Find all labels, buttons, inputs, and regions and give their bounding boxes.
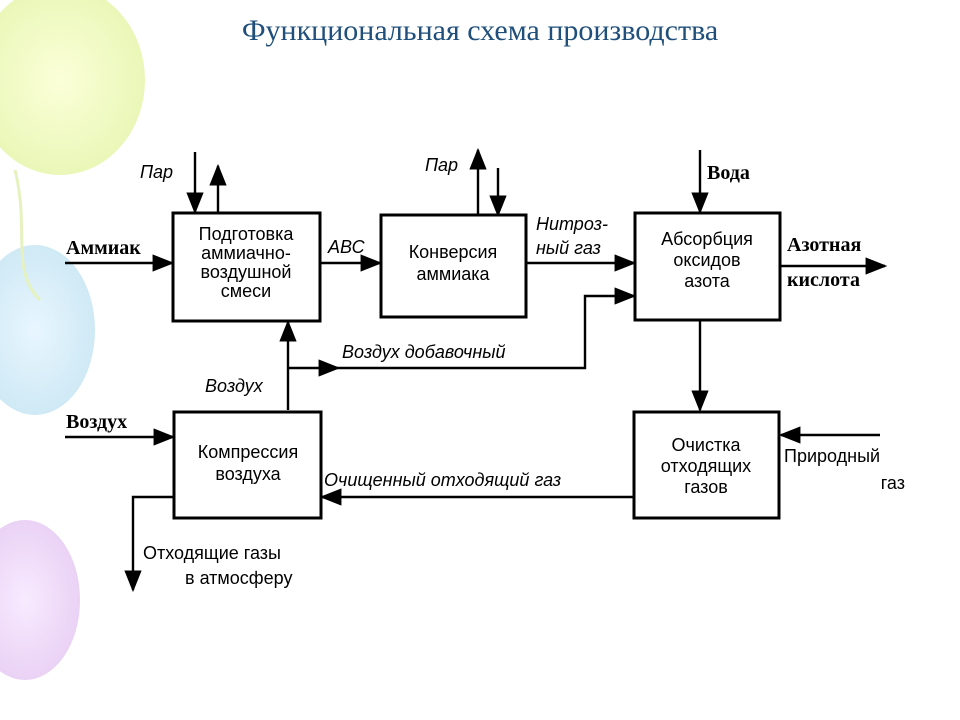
label-steam-1: Пар	[140, 162, 173, 182]
label-steam-2: Пар	[425, 155, 458, 175]
page-title: Функциональная схема производства	[241, 14, 719, 47]
block-compression-line-2: воздуха	[215, 464, 281, 484]
flow-lines	[65, 147, 888, 593]
block-cleaning: Очистка отходящих газов	[632, 410, 781, 520]
label-cleaned-gas: Очищенный отходящий газ	[324, 470, 561, 490]
label-abc: АВС	[327, 237, 366, 257]
block-compression: Компрессия воздуха	[172, 410, 323, 520]
label-nitrous-2: ный газ	[536, 238, 601, 258]
label-exhaust-1: Отходящие газы	[143, 543, 281, 563]
label-extra-air: Воздух добавочный	[342, 342, 506, 362]
block-absorption-line-1: Абсорбция	[661, 229, 753, 249]
extra-air-arrow-b	[338, 287, 637, 370]
label-ammonia: Аммиак	[66, 237, 141, 259]
block-absorption: Абсорбция оксидов азота	[633, 211, 782, 322]
block-conversion: Конверсия аммиака	[379, 213, 528, 319]
block-conversion-line-1: Конверсия	[409, 242, 498, 262]
block-cleaning-line-1: Очистка	[672, 435, 742, 455]
block-prep-line-1: Подготовка	[199, 224, 295, 244]
label-natural-gas-2: газ	[881, 473, 905, 493]
label-nitrous-1: Нитроз-	[536, 214, 608, 234]
block-cleaning-line-3: газов	[684, 477, 728, 497]
block-conversion-line-2: аммиака	[416, 264, 490, 284]
label-air-in: Воздух	[66, 411, 127, 433]
block-prep-line-3: воздушной	[201, 262, 292, 282]
label-water: Вода	[707, 162, 750, 184]
label-natural-gas-1: Природный	[784, 446, 880, 466]
block-prep-line-2: аммиачно-	[201, 243, 291, 263]
block-prep: Подготовка аммиачно- воздушной смеси	[171, 211, 322, 323]
block-cleaning-line-2: отходящих	[661, 456, 751, 476]
block-prep-line-4: смеси	[221, 281, 271, 301]
label-nitric-acid-1: Азотная	[787, 234, 861, 256]
label-nitric-acid-2: кислота	[787, 269, 860, 291]
label-exhaust-2: в атмосферу	[185, 568, 292, 588]
block-absorption-line-3: азота	[684, 271, 731, 291]
label-air-flow: Воздух	[205, 376, 264, 396]
exhaust-arrow	[124, 495, 173, 593]
block-absorption-line-2: оксидов	[673, 250, 740, 270]
block-compression-line-1: Компрессия	[198, 442, 298, 462]
